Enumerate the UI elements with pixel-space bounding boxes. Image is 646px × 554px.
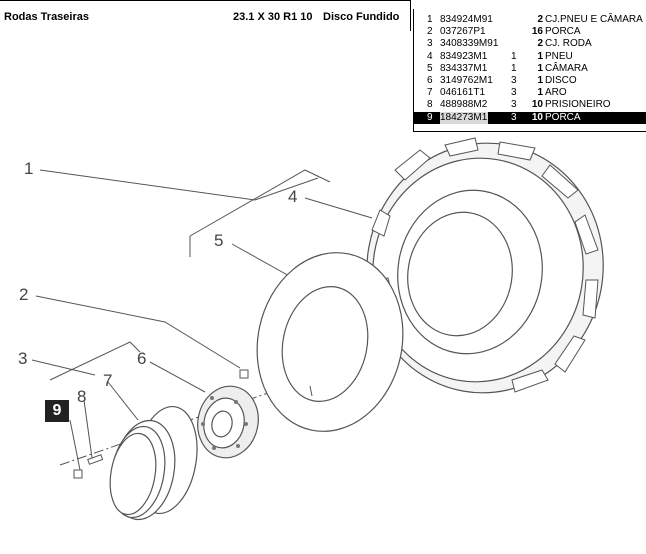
part-qty-b: 1 [537,87,543,99]
part-qty-a: 1 [511,62,517,74]
part-description: CÂMARA [545,62,588,74]
part-code: 834924M91 [440,14,493,25]
part-code: 037267P1 [440,26,486,38]
callout-1: 1 [24,159,34,178]
part-index: 8 [427,99,433,111]
part-qty-a: 1 [511,50,517,62]
part-qty-b: 10 [531,111,543,123]
part-qty-b: 2 [537,38,543,50]
leader-line-7 [107,381,139,421]
part-code: 3149762M1 [440,75,493,86]
part-qty-a: 3 [511,111,517,123]
part-description: PRISIONEIRO [545,99,611,111]
part-qty-b: 2 [537,14,543,25]
part-code: 834923M1 [440,50,488,62]
callout-4: 4 [288,187,298,206]
part-qty-b: 10 [531,99,543,111]
part-code: 834337M1 [440,62,488,74]
part-index: 3 [427,38,433,50]
callout-8: 8 [77,387,87,406]
callout-7: 7 [103,371,113,390]
part-description: CJ. RODA [545,38,592,50]
part-qty-b: 16 [531,26,543,38]
part-description: DISCO [545,75,577,86]
part-qty-a: 3 [511,75,517,86]
header-wheel-type: Disco Fundido [323,11,400,23]
leader-line-3 [31,359,96,376]
part-qty-a: 3 [511,99,517,111]
callout-6: 6 [137,349,147,368]
leader-line-9 [69,419,81,471]
part-description: ARO [545,87,567,99]
leader-line-1 [39,169,319,201]
part-qty-b: 1 [537,75,543,86]
part-code: 184273M1 [440,111,489,124]
bracket-tire-assembly [189,169,331,257]
callout-3: 3 [18,349,28,368]
bracket-wheel-assembly [49,341,141,381]
header-tire-size: 23.1 X 30 R1 10 [233,11,313,23]
disc-bolt-holes [201,396,248,450]
callout-2: 2 [19,285,29,304]
leader-line-6 [149,361,206,393]
part-index: 1 [427,14,433,25]
part-qty-b: 1 [537,50,543,62]
header-bar: Rodas Traseiras 23.1 X 30 R1 10 Disco Fu… [0,0,411,31]
part-description: PNEU [545,50,573,62]
part-code: 046161T1 [440,87,486,99]
wheel-rim [109,405,198,521]
part-qty-a: 3 [511,87,517,99]
callout-9-badge: 9 [45,400,69,422]
part-index: 2 [427,26,433,38]
inner-tube [256,252,404,432]
part-index: 6 [427,75,433,86]
part-description: PORCA [545,111,581,123]
part-index: 4 [427,50,433,62]
wheel-disc [197,385,259,459]
part-description: PORCA [545,26,581,38]
part-code: 3408339M91 [440,38,499,50]
callout-5: 5 [214,231,224,250]
leader-line-8 [83,399,93,459]
nut-2 [239,369,249,379]
part-index: 5 [427,62,433,74]
part-index: 7 [427,87,433,99]
part-code: 488988M2 [440,99,488,111]
stud-8 [87,454,104,465]
part-index: 9 [427,111,433,123]
header-title: Rodas Traseiras [4,11,89,23]
tire [366,142,604,394]
leader-line-2 [35,295,241,369]
part-description: CJ.PNEU E CÂMARA [545,14,643,25]
nut-9 [73,469,83,479]
leader-line-4 [304,197,373,219]
tube-valve [309,385,313,397]
part-qty-b: 1 [537,62,543,74]
